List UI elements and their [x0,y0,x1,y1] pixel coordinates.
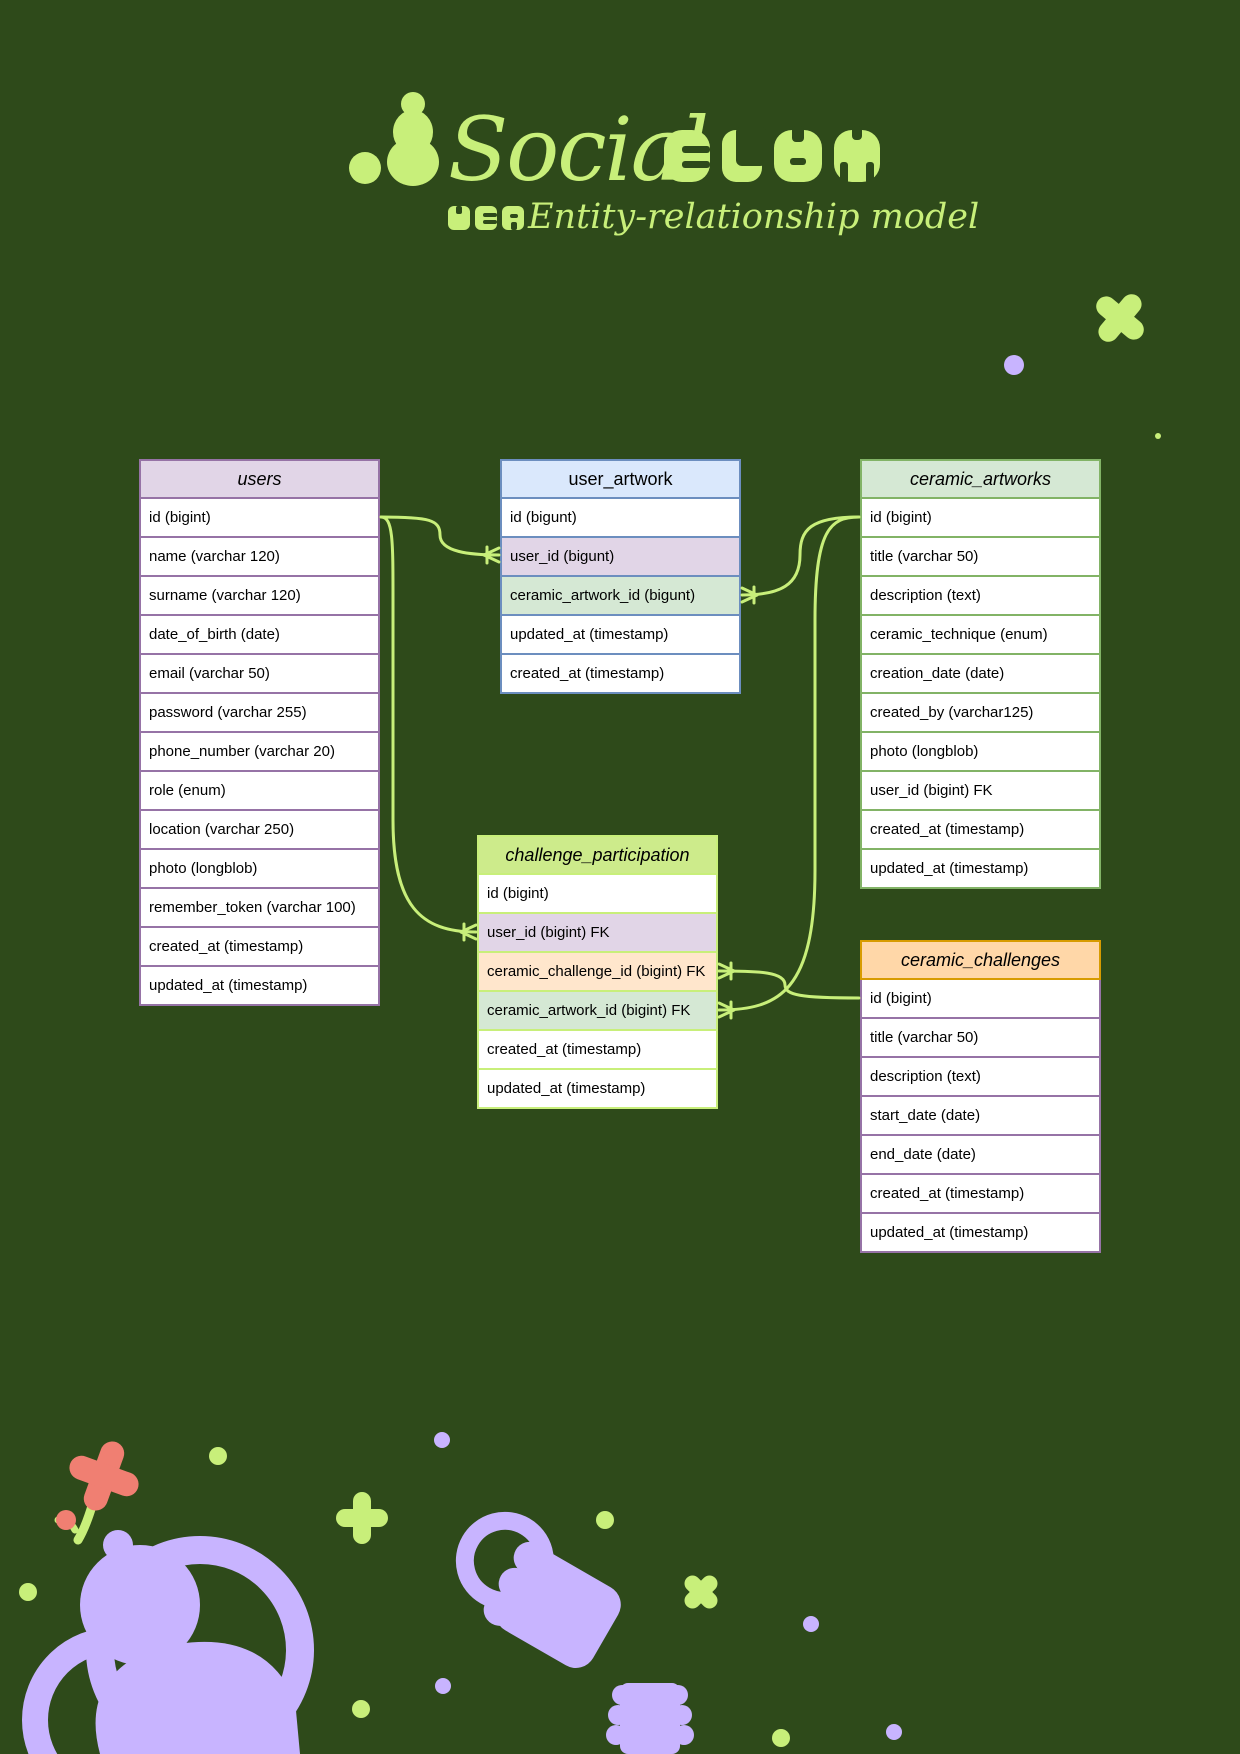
field-row[interactable]: id (bigunt) [500,499,741,538]
diagram-subtitle: Entity-relationship model [528,197,980,237]
table-user-artwork[interactable]: user_artwork id (bigunt) user_id (bigunt… [500,459,741,694]
dot-icon [803,1616,819,1632]
field-row[interactable]: updated_at (timestamp) [139,967,380,1006]
plus-sparkle-icon [336,1492,388,1544]
field-row[interactable]: updated_at (timestamp) [860,1214,1101,1253]
clay-figure-icon [349,92,439,186]
header: Social [0,0,1240,260]
field-row[interactable]: location (varchar 250) [139,811,380,850]
field-row[interactable]: email (varchar 50) [139,655,380,694]
dot-icon [1155,433,1161,439]
field-row-fk[interactable]: ceramic_artwork_id (bigint) FK [477,992,718,1031]
field-row[interactable]: title (varchar 50) [860,538,1101,577]
field-row[interactable]: ceramic_technique (enum) [860,616,1101,655]
table-header: user_artwork [500,459,741,499]
field-row[interactable]: end_date (date) [860,1136,1101,1175]
dot-icon [772,1729,790,1747]
field-row[interactable]: role (enum) [139,772,380,811]
field-row[interactable]: name (varchar 120) [139,538,380,577]
field-row-fk[interactable]: user_id (bigint) FK [477,914,718,953]
field-row[interactable]: user_id (bigint) FK [860,772,1101,811]
field-row[interactable]: updated_at (timestamp) [500,616,741,655]
table-users[interactable]: users id (bigint) name (varchar 120) sur… [139,459,380,1006]
field-row-fk[interactable]: ceramic_challenge_id (bigint) FK [477,953,718,992]
pot-icon [606,1683,694,1754]
mer-badge-logo [448,206,524,230]
field-row[interactable]: description (text) [860,1058,1101,1097]
table-challenge-participation[interactable]: challenge_participation id (bigint) user… [477,835,718,1109]
field-row[interactable]: phone_number (varchar 20) [139,733,380,772]
field-row[interactable]: start_date (date) [860,1097,1101,1136]
table-ceramic-artworks[interactable]: ceramic_artworks id (bigint) title (varc… [860,459,1101,889]
field-row[interactable]: created_at (timestamp) [139,928,380,967]
field-row[interactable]: id (bigint) [477,875,718,914]
field-row[interactable]: description (text) [860,577,1101,616]
field-row[interactable]: updated_at (timestamp) [477,1070,718,1109]
field-row[interactable]: password (varchar 255) [139,694,380,733]
table-header: ceramic_artworks [860,459,1101,499]
cross-sparkle-icon [1096,294,1144,342]
table-header: ceramic_challenges [860,940,1101,980]
flower-icon [54,1441,139,1545]
field-row[interactable]: title (varchar 50) [860,1019,1101,1058]
vase-icon [22,1530,314,1754]
mug-icon [455,1511,621,1668]
dot-icon [596,1511,614,1529]
field-row[interactable]: created_at (timestamp) [477,1031,718,1070]
field-row[interactable]: photo (longblob) [860,733,1101,772]
dot-icon [434,1432,450,1448]
field-row[interactable]: created_by (varchar125) [860,694,1101,733]
field-row[interactable]: created_at (timestamp) [500,655,741,694]
field-row[interactable]: id (bigint) [139,499,380,538]
dot-icon [352,1700,370,1718]
dot-icon [209,1447,227,1465]
field-row[interactable]: surname (varchar 120) [139,577,380,616]
field-row[interactable]: id (bigint) [860,499,1101,538]
field-row[interactable]: created_at (timestamp) [860,811,1101,850]
field-row[interactable]: date_of_birth (date) [139,616,380,655]
field-row[interactable]: remember_token (varchar 100) [139,889,380,928]
cross-sparkle-icon [684,1575,718,1609]
field-row[interactable]: id (bigint) [860,980,1101,1019]
field-row[interactable]: updated_at (timestamp) [860,850,1101,889]
dot-icon [435,1678,451,1694]
table-header: users [139,459,380,499]
dot-icon [19,1583,37,1601]
table-header: challenge_participation [477,835,718,875]
field-row[interactable]: created_at (timestamp) [860,1175,1101,1214]
field-row[interactable]: photo (longblob) [139,850,380,889]
dot-icon [1004,355,1024,375]
field-row-fk[interactable]: user_id (bigunt) [500,538,741,577]
table-ceramic-challenges[interactable]: ceramic_challenges id (bigint) title (va… [860,940,1101,1253]
dot-icon [886,1724,902,1740]
field-row[interactable]: creation_date (date) [860,655,1101,694]
clay-wordmark-logo [664,126,880,184]
field-row-fk[interactable]: ceramic_artwork_id (bigunt) [500,577,741,616]
